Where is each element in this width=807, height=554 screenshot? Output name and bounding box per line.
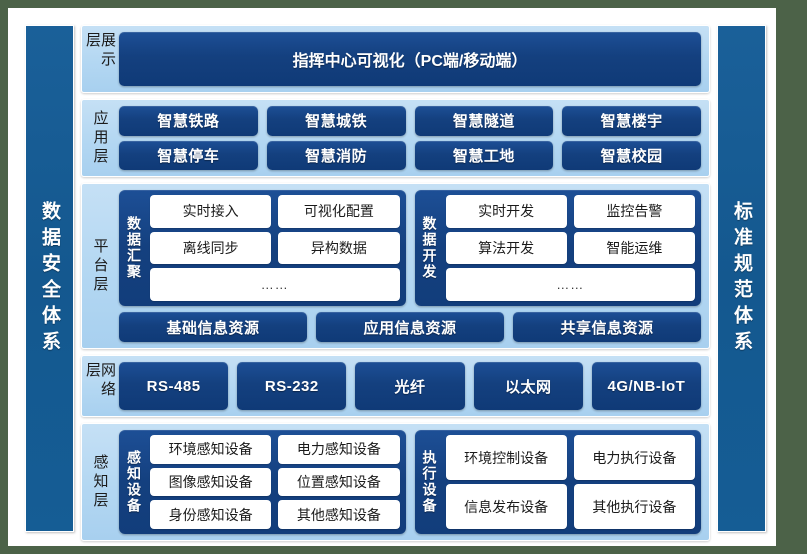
chip-data-development-more[interactable]: …… [445, 268, 695, 302]
data-development-row-1: 实时开发 监控告警 [445, 195, 695, 228]
app-item-smart-tunnel[interactable]: 智慧隧道 [414, 106, 554, 136]
platform-group-data-aggregation-title: 数据汇聚 [126, 216, 142, 280]
sensing-group-sensing-devices-title-wrap: 感知设备 [123, 435, 145, 529]
layer-stack: 展示层 指挥中心可视化（PC端/移动端） 应用层 智慧铁路 智慧城铁 智慧隧道 … [81, 25, 710, 541]
chip-monitoring-alarm[interactable]: 监控告警 [573, 195, 695, 228]
execution-devices-grid: 环境控制设备 电力执行设备 信息发布设备 其他执行设备 [445, 435, 695, 529]
app-item-smart-campus[interactable]: 智慧校园 [562, 140, 701, 170]
execution-devices-row-1: 环境控制设备 电力执行设备 [445, 435, 695, 480]
chip-identity-sensing-device[interactable]: 身份感知设备 [150, 500, 272, 530]
left-band-label: 数据安全体系 [39, 200, 60, 357]
right-band-standards-system: 标准规范体系 [717, 25, 766, 532]
app-item-smart-firefighting[interactable]: 智慧消防 [266, 140, 406, 170]
chip-image-sensing-device[interactable]: 图像感知设备 [150, 467, 272, 497]
layer-presentation-label: 展示层 [84, 32, 116, 70]
network-item-4g-nbiot[interactable]: 4G/NB-IoT [591, 362, 702, 410]
left-band-data-security: 数据安全体系 [25, 25, 74, 532]
data-aggregation-row-3: …… [150, 268, 400, 302]
sensing-group-execution-devices-title-wrap: 执行设备 [419, 435, 441, 529]
layer-application-body: 智慧铁路 智慧城铁 智慧隧道 智慧楼宇 智慧停车 智慧消防 智慧工地 智慧校园 [119, 106, 701, 170]
chip-data-aggregation-more[interactable]: …… [150, 268, 400, 302]
chip-offline-sync[interactable]: 离线同步 [150, 231, 272, 265]
data-aggregation-row-2: 离线同步 异构数据 [150, 231, 400, 265]
layer-sensing: 感知层 感知设备 环境感知设备 电力感知设备 [81, 423, 710, 541]
layer-platform-label-wrap: 平台层 [88, 190, 112, 342]
layer-sensing-label: 感知层 [91, 453, 109, 511]
layer-application-label: 应用层 [91, 109, 109, 167]
layer-platform: 平台层 数据汇聚 实时接入 可视化配置 [81, 183, 710, 349]
layer-presentation: 展示层 指挥中心可视化（PC端/移动端） [81, 25, 710, 93]
chip-heterogeneous-data[interactable]: 异构数据 [278, 231, 400, 265]
sensing-devices-row-1: 环境感知设备 电力感知设备 [150, 435, 400, 464]
application-row-2: 智慧停车 智慧消防 智慧工地 智慧校园 [119, 140, 701, 170]
network-item-fiber[interactable]: 光纤 [355, 362, 465, 410]
data-development-row-2: 算法开发 智能运维 [445, 231, 695, 265]
layer-network: 网络层 RS-485 RS-232 光纤 以太网 4G/NB-IoT [81, 355, 710, 417]
architecture-diagram-canvas: 数据安全体系 展示层 指挥中心可视化（PC端/移动端） 应用层 智慧铁路 智慧城… [8, 8, 776, 546]
layer-network-label-wrap: 网络层 [84, 362, 116, 410]
sensing-devices-grid: 环境感知设备 电力感知设备 图像感知设备 位置感知设备 身份感知设备 其他感知设… [150, 435, 400, 530]
chip-intelligent-ops[interactable]: 智能运维 [573, 231, 695, 265]
chip-other-execution-device[interactable]: 其他执行设备 [573, 484, 695, 529]
sensing-group-row: 感知设备 环境感知设备 电力感知设备 图像感知设备 位置感知设备 [119, 430, 701, 534]
sensing-devices-row-2: 图像感知设备 位置感知设备 [150, 467, 400, 497]
sensing-group-execution-devices: 执行设备 环境控制设备 电力执行设备 信息发布设备 其他执行设备 [414, 430, 701, 534]
app-item-smart-railway[interactable]: 智慧铁路 [119, 106, 258, 136]
chip-realtime-ingestion[interactable]: 实时接入 [150, 195, 272, 228]
layer-platform-body: 数据汇聚 实时接入 可视化配置 离线同步 异构数据 [119, 190, 701, 342]
resource-application-information[interactable]: 应用信息资源 [316, 312, 504, 342]
network-item-rs232[interactable]: RS-232 [237, 362, 347, 410]
application-row-1: 智慧铁路 智慧城铁 智慧隧道 智慧楼宇 [119, 106, 701, 136]
data-aggregation-row-1: 实时接入 可视化配置 [150, 195, 400, 228]
presentation-banner[interactable]: 指挥中心可视化（PC端/移动端） [119, 32, 701, 86]
execution-devices-row-2: 信息发布设备 其他执行设备 [445, 484, 695, 529]
chip-realtime-development[interactable]: 实时开发 [445, 195, 567, 228]
app-item-smart-urban-rail[interactable]: 智慧城铁 [266, 106, 406, 136]
platform-group-data-aggregation: 数据汇聚 实时接入 可视化配置 离线同步 异构数据 [119, 190, 406, 306]
platform-resource-row: 基础信息资源 应用信息资源 共享信息资源 [119, 312, 701, 342]
layer-sensing-body: 感知设备 环境感知设备 电力感知设备 图像感知设备 位置感知设备 [119, 430, 701, 534]
platform-group-data-development-title-wrap: 数据开发 [419, 195, 441, 301]
sensing-devices-row-3: 身份感知设备 其他感知设备 [150, 500, 400, 530]
chip-environment-control-device[interactable]: 环境控制设备 [445, 435, 567, 480]
resource-shared-information[interactable]: 共享信息资源 [513, 312, 701, 342]
chip-power-execution-device[interactable]: 电力执行设备 [573, 435, 695, 480]
platform-group-data-aggregation-title-wrap: 数据汇聚 [123, 195, 145, 301]
sensing-group-sensing-devices-title: 感知设备 [126, 450, 142, 514]
chip-visual-configuration[interactable]: 可视化配置 [278, 195, 400, 228]
layer-network-label: 网络层 [84, 362, 116, 400]
sensing-group-sensing-devices: 感知设备 环境感知设备 电力感知设备 图像感知设备 位置感知设备 [119, 430, 406, 534]
layer-network-body: RS-485 RS-232 光纤 以太网 4G/NB-IoT [119, 362, 702, 410]
network-item-ethernet[interactable]: 以太网 [473, 362, 583, 410]
layer-sensing-label-wrap: 感知层 [88, 430, 112, 534]
layer-application-label-wrap: 应用层 [88, 106, 112, 170]
platform-group-data-development: 数据开发 实时开发 监控告警 算法开发 智能运维 [414, 190, 701, 306]
layer-presentation-body: 指挥中心可视化（PC端/移动端） [119, 32, 701, 86]
app-item-smart-parking[interactable]: 智慧停车 [119, 140, 258, 170]
resource-basic-information[interactable]: 基础信息资源 [119, 312, 307, 342]
app-item-smart-building[interactable]: 智慧楼宇 [562, 106, 701, 136]
platform-group-data-development-grid: 实时开发 监控告警 算法开发 智能运维 …… [445, 195, 695, 302]
sensing-group-execution-devices-title: 执行设备 [421, 450, 438, 514]
chip-algorithm-development[interactable]: 算法开发 [445, 231, 567, 265]
platform-group-row: 数据汇聚 实时接入 可视化配置 离线同步 异构数据 [119, 190, 701, 306]
layer-application: 应用层 智慧铁路 智慧城铁 智慧隧道 智慧楼宇 智慧停车 智慧消防 智慧工地 智… [81, 99, 710, 177]
app-item-smart-construction-site[interactable]: 智慧工地 [414, 140, 554, 170]
data-development-row-3: …… [445, 268, 695, 302]
chip-environment-sensing-device[interactable]: 环境感知设备 [150, 435, 272, 464]
right-band-label: 标准规范体系 [731, 200, 752, 357]
layer-presentation-label-wrap: 展示层 [84, 32, 116, 86]
chip-other-sensing-device[interactable]: 其他感知设备 [278, 500, 400, 530]
layer-platform-label: 平台层 [91, 237, 109, 295]
chip-location-sensing-device[interactable]: 位置感知设备 [278, 467, 400, 497]
chip-information-release-device[interactable]: 信息发布设备 [445, 484, 567, 529]
network-item-rs485[interactable]: RS-485 [119, 362, 229, 410]
network-row: RS-485 RS-232 光纤 以太网 4G/NB-IoT [119, 362, 702, 410]
chip-power-sensing-device[interactable]: 电力感知设备 [278, 435, 400, 464]
platform-group-data-development-title: 数据开发 [421, 216, 438, 280]
platform-group-data-aggregation-grid: 实时接入 可视化配置 离线同步 异构数据 …… [150, 195, 400, 302]
